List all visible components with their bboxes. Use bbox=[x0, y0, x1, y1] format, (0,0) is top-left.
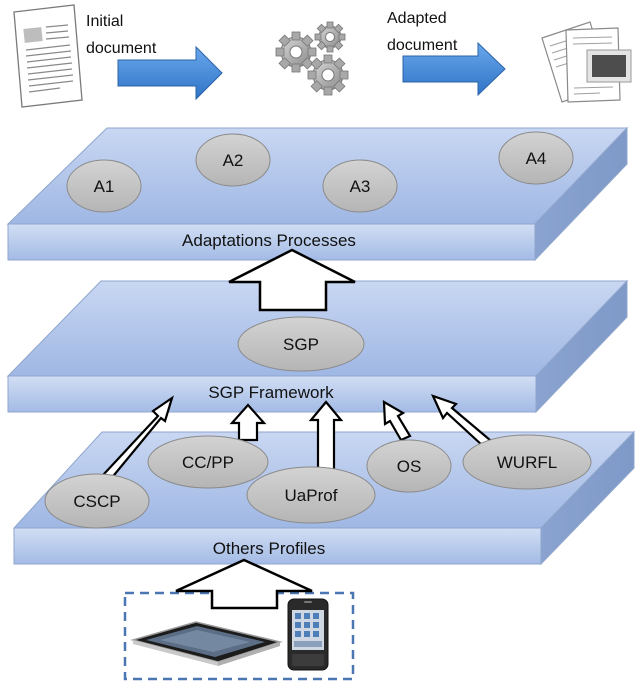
up-arrow-devices-to-profiles bbox=[175, 558, 313, 610]
adaptation-layer bbox=[6, 126, 629, 262]
initial-label-line1: Initial bbox=[86, 13, 123, 30]
node-a3-label: A3 bbox=[350, 177, 371, 196]
initial-label-line2: document bbox=[86, 40, 157, 57]
node-sgp-label: SGP bbox=[283, 335, 319, 354]
node-os: OS bbox=[366, 439, 452, 493]
node-ccpp: CC/PP bbox=[147, 435, 269, 489]
initial-document-icon bbox=[13, 4, 83, 108]
adapted-label-line1: Adapted bbox=[387, 10, 447, 27]
arrow-ccpp bbox=[229, 403, 267, 442]
node-a2-label: A2 bbox=[223, 151, 244, 170]
node-uaprof-label: UaProf bbox=[285, 486, 338, 505]
node-ccpp-label: CC/PP bbox=[182, 453, 234, 472]
adapted-documents-icon bbox=[541, 21, 632, 103]
adaptation-layer-label: Adaptations Processes bbox=[182, 231, 356, 250]
arrow-cscp bbox=[102, 395, 174, 482]
node-a1-label: A1 bbox=[94, 177, 115, 196]
gears-icon bbox=[275, 21, 349, 96]
flow-arrow-2 bbox=[402, 41, 506, 97]
node-wurfl-label: WURFL bbox=[497, 453, 557, 472]
node-sgp: SGP bbox=[237, 316, 365, 372]
arrow-wurfl bbox=[430, 394, 492, 448]
node-cscp: CSCP bbox=[44, 473, 150, 529]
smartphone-icon bbox=[287, 598, 329, 671]
adapted-label-line2: document bbox=[387, 37, 458, 54]
framework-layer-label: SGP Framework bbox=[208, 383, 334, 402]
node-wurfl: WURFL bbox=[462, 434, 592, 490]
node-os-label: OS bbox=[397, 457, 422, 476]
arrow-os bbox=[382, 400, 412, 442]
node-a4-label: A4 bbox=[526, 149, 547, 168]
node-a3: A3 bbox=[322, 159, 398, 213]
node-a4: A4 bbox=[498, 131, 574, 185]
flow-arrow-1 bbox=[117, 45, 223, 101]
up-arrow-framework-to-adaptation bbox=[228, 248, 356, 312]
node-cscp-label: CSCP bbox=[73, 492, 120, 511]
node-a2: A2 bbox=[195, 133, 271, 187]
profiles-layer-label: Others Profiles bbox=[213, 539, 325, 558]
tablet-icon bbox=[130, 621, 283, 666]
node-a1: A1 bbox=[66, 159, 142, 213]
arrow-uaprof bbox=[308, 400, 344, 476]
node-uaprof: UaProf bbox=[246, 466, 376, 524]
